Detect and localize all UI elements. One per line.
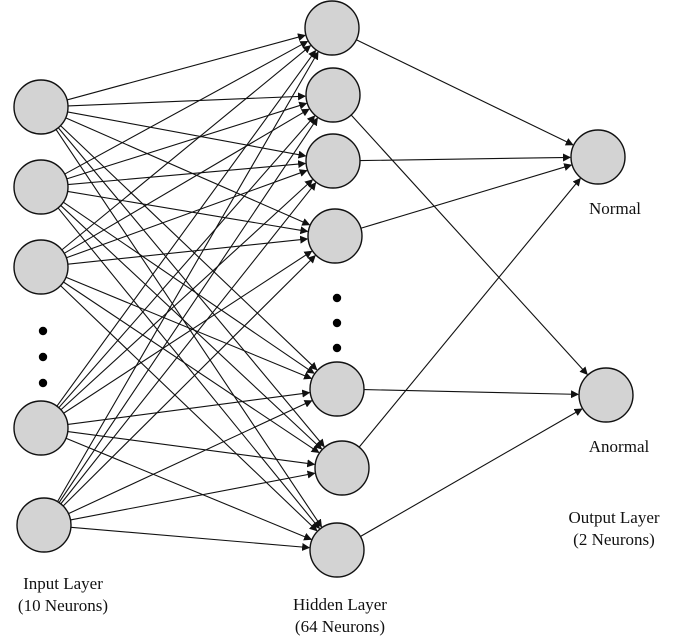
input-neuron: [13, 239, 69, 295]
hidden-neuron: [307, 208, 363, 264]
input-hidden-edge: [66, 33, 306, 101]
output-layer-count: (2 Neurons): [573, 530, 655, 549]
hidden-neuron: [309, 361, 365, 417]
output-neuron: [578, 367, 634, 423]
hidden-output-edge: [350, 114, 588, 376]
input-hidden-edge: [67, 389, 311, 426]
hidden-neuron: [314, 440, 370, 496]
input-hidden-edge: [67, 431, 316, 468]
input-hidden-edge: [57, 127, 325, 448]
input-hidden-edge: [61, 45, 312, 251]
output-label-anormal: Anormal: [588, 437, 650, 456]
input-hidden-edge: [60, 125, 318, 371]
hidden-output-edge: [358, 177, 581, 448]
hidden-neuron: [304, 0, 360, 56]
hidden-neuron: [305, 133, 361, 189]
output-neuron: [570, 129, 626, 185]
input-hidden-edge: [60, 182, 317, 505]
hidden-output-edge: [356, 39, 574, 146]
output-layer-title: Output Layer: [568, 508, 660, 527]
input-hidden-edge: [65, 276, 313, 380]
hidden-layer-ellipsis: [332, 293, 342, 353]
ellipsis-dot: [38, 326, 48, 336]
input-layer-label: Input Layer (10 Neurons): [0, 573, 126, 617]
input-layer-title: Input Layer: [23, 574, 103, 593]
input-hidden-edge: [63, 281, 320, 454]
ellipsis-dot: [332, 293, 342, 303]
input-hidden-edge: [66, 101, 308, 180]
input-hidden-edge: [58, 117, 318, 503]
input-layer-count: (10 Neurons): [17, 596, 109, 615]
input-layer-ellipsis: [38, 326, 48, 388]
hidden-layer-label: Hidden Layer (64 Neurons): [275, 594, 405, 638]
input-hidden-edge: [60, 205, 323, 450]
input-hidden-edge: [56, 49, 317, 407]
input-hidden-edge: [65, 437, 313, 541]
input-hidden-edge: [57, 207, 320, 530]
ellipsis-dot: [332, 318, 342, 328]
input-neuron: [13, 400, 69, 456]
hidden-output-edge: [363, 389, 580, 399]
hidden-output-edge: [359, 153, 572, 162]
hidden-layer-title: Hidden Layer: [293, 595, 387, 614]
input-neuron: [16, 497, 72, 553]
input-hidden-connections: [55, 33, 325, 552]
input-hidden-edge: [70, 526, 311, 552]
ellipsis-dot: [38, 352, 48, 362]
input-hidden-edge: [65, 117, 311, 226]
hidden-output-edge: [360, 408, 583, 537]
input-neuron: [13, 79, 69, 135]
hidden-neuron: [305, 67, 361, 123]
input-hidden-edge: [68, 400, 313, 515]
input-hidden-edge: [63, 250, 313, 414]
input-hidden-edge: [70, 470, 316, 521]
hidden-neuron: [309, 522, 365, 578]
input-hidden-edge: [67, 92, 307, 107]
input-hidden-edge: [64, 40, 309, 175]
input-hidden-edge: [63, 108, 310, 254]
ellipsis-dot: [38, 378, 48, 388]
input-hidden-edge: [62, 255, 316, 507]
input-hidden-edge: [60, 179, 314, 411]
input-hidden-edge: [66, 169, 308, 259]
input-hidden-edge: [67, 190, 309, 235]
input-neuron: [13, 159, 69, 215]
output-label-normal: Normal: [589, 199, 641, 218]
hidden-layer-count: (64 Neurons): [294, 617, 386, 636]
ellipsis-dot: [332, 343, 342, 353]
hidden-output-connections: [350, 39, 588, 537]
input-hidden-edge: [57, 51, 319, 502]
hidden-output-edge: [360, 163, 573, 229]
neurons: [13, 0, 634, 578]
input-hidden-edge: [62, 201, 315, 374]
output-layer-label: Output Layer (2 Neurons): [552, 507, 676, 551]
input-hidden-edge: [58, 115, 316, 409]
input-hidden-edge: [67, 160, 307, 186]
input-hidden-edge: [67, 111, 307, 159]
